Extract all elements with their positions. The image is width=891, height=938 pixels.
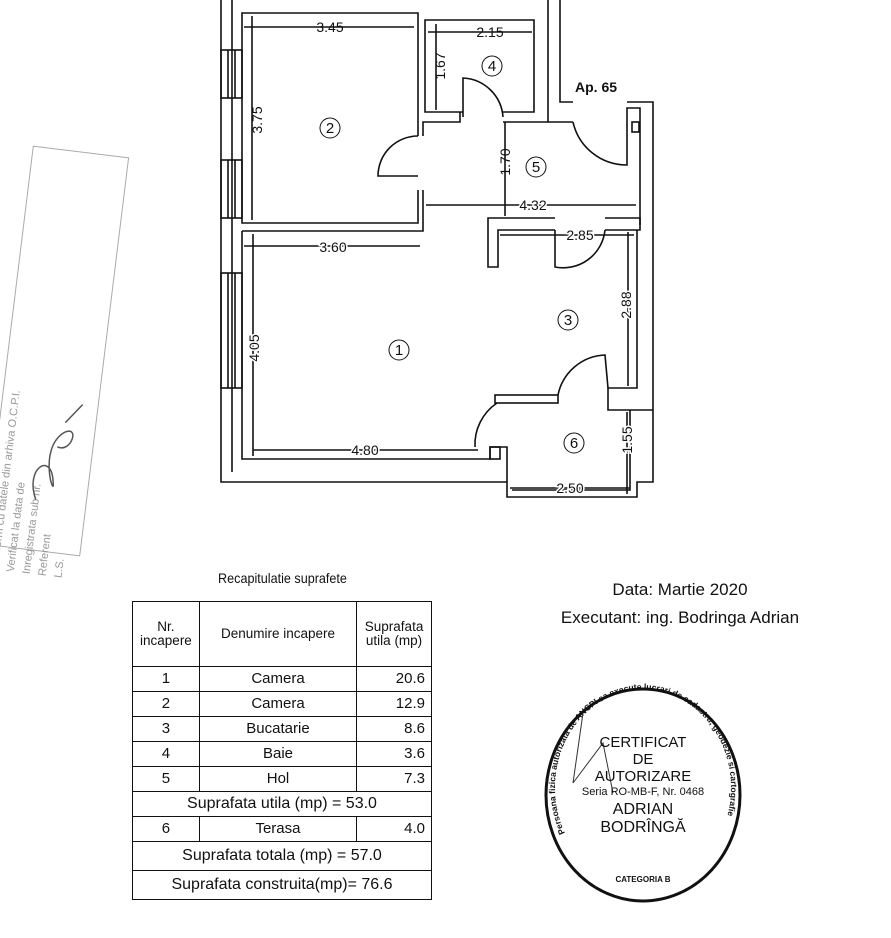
cell-name: Bucatarie <box>198 716 358 742</box>
stamp-series: Seria RO-MB-F, Nr. 0468 <box>581 786 705 798</box>
surface-summary-table: Nr. incapere Denumire incapere Suprafata… <box>132 601 432 900</box>
room-1-terrace-walls <box>241 231 631 491</box>
room-number-2: 2 <box>319 117 341 139</box>
authorization-stamp: Persoana fizica autorizata de ANCPI sa e… <box>543 683 743 903</box>
table-header: Nr. incapere Denumire incapere Suprafata… <box>132 601 432 667</box>
room-number-4: 4 <box>481 55 503 77</box>
terrace-window <box>494 394 559 404</box>
stamp-category: CATEGORIA B <box>615 875 671 884</box>
svg-text:5: 5 <box>532 159 540 176</box>
stamp-name2: BODRÎNGĂ <box>600 819 686 836</box>
header-nr: Nr. incapere <box>132 601 200 667</box>
cell-nr: 5 <box>132 766 200 792</box>
cell-nr: 3 <box>132 716 200 742</box>
svg-text:3: 3 <box>564 312 572 329</box>
room-number-1: 1 <box>388 339 410 361</box>
signature <box>32 404 84 500</box>
svg-text:6: 6 <box>570 435 578 452</box>
dim-terrace-width: 2.50 <box>556 480 583 496</box>
door-kitchen <box>554 229 606 269</box>
door-terrace <box>474 402 498 448</box>
cell-nr: 6 <box>132 816 200 842</box>
total-row: Suprafata totala (mp) = 57.0 <box>132 841 432 871</box>
cell-area: 12.9 <box>356 691 432 717</box>
stamp-ring: Persoana fizica autorizata de ANCPI sa e… <box>544 683 742 903</box>
apartment-label: Ap. 65 <box>575 79 617 95</box>
stamp-line2: DE <box>632 751 654 768</box>
cell-name: Camera <box>198 691 358 717</box>
room-number-3: 3 <box>557 309 579 331</box>
cell-area: 7.3 <box>356 766 432 792</box>
util-total: Suprafata utila (mp) = 53.0 <box>132 791 432 817</box>
stamp-line3: AUTORIZARE <box>594 768 692 785</box>
room-2-walls <box>241 12 461 232</box>
cell-nr: 2 <box>132 691 200 717</box>
dim-room1-top: 3.60 <box>319 239 346 255</box>
header-area: Suprafata utila (mp) <box>356 601 432 667</box>
room-number-6: 6 <box>563 432 585 454</box>
cell-name: Hol <box>198 766 358 792</box>
cell-area: 4.0 <box>356 816 432 842</box>
dim-room2-height: 3.75 <box>249 106 265 133</box>
cell-nr: 4 <box>132 741 200 767</box>
door-terrace-2 <box>557 354 609 396</box>
cell-name: Terasa <box>198 816 358 842</box>
dim-hall-height: 1.70 <box>497 148 513 175</box>
stamp-line1: CERTIFICAT <box>599 734 687 751</box>
built-row: Suprafata construita(mp)= 76.6 <box>132 870 432 900</box>
cell-nr: 1 <box>132 666 200 692</box>
stamp-name1: ADRIAN <box>612 801 674 818</box>
svg-text:4: 4 <box>488 58 496 75</box>
date-text: Data: Martie 2020 <box>612 580 748 599</box>
dim-kitchen-height: 2.88 <box>618 291 634 318</box>
room-number-5: 5 <box>525 156 547 178</box>
svg-text:1: 1 <box>395 342 403 359</box>
dim-kitchen-width: 2.85 <box>566 227 593 243</box>
cell-area: 8.6 <box>356 716 432 742</box>
built-area: Suprafata construita(mp)= 76.6 <box>132 870 432 900</box>
dimension-lines <box>244 16 636 494</box>
dim-room4-width: 2.15 <box>476 24 503 40</box>
table-title: Recapitulatie suprafete <box>218 570 347 586</box>
executant-text: Executant: ing. Bodringa Adrian <box>560 608 800 627</box>
dim-room4-height: 1.67 <box>432 52 448 79</box>
door-room-2 <box>377 135 419 177</box>
svg-text:2: 2 <box>326 120 334 137</box>
cell-area: 3.6 <box>356 741 432 767</box>
dim-hall-width: 4.32 <box>519 197 546 213</box>
total-area: Suprafata totala (mp) = 57.0 <box>132 841 432 871</box>
util-total-row: Suprafata utila (mp) = 53.0 <box>132 791 432 817</box>
cell-area: 20.6 <box>356 666 432 692</box>
room-4-walls <box>424 19 548 123</box>
dim-room1-bottom: 4.80 <box>351 442 378 458</box>
entrance-door <box>572 107 641 225</box>
door-room-4 <box>462 77 504 118</box>
dim-room1-height: 4.05 <box>246 334 262 361</box>
cell-name: Camera <box>198 666 358 692</box>
dim-terrace-height: 1.55 <box>619 426 635 453</box>
header-name: Denumire incapere <box>198 601 358 667</box>
ocpi-verification-stamp: Conform cu datele din arhiva O.C.P.I. Ve… <box>0 145 130 579</box>
floor-plan: 3.45 2.15 1.67 3.75 Ap. 65 1.70 4.32 2.8… <box>220 0 654 498</box>
cell-name: Baie <box>198 741 358 767</box>
dim-room2-width: 3.45 <box>316 19 343 35</box>
